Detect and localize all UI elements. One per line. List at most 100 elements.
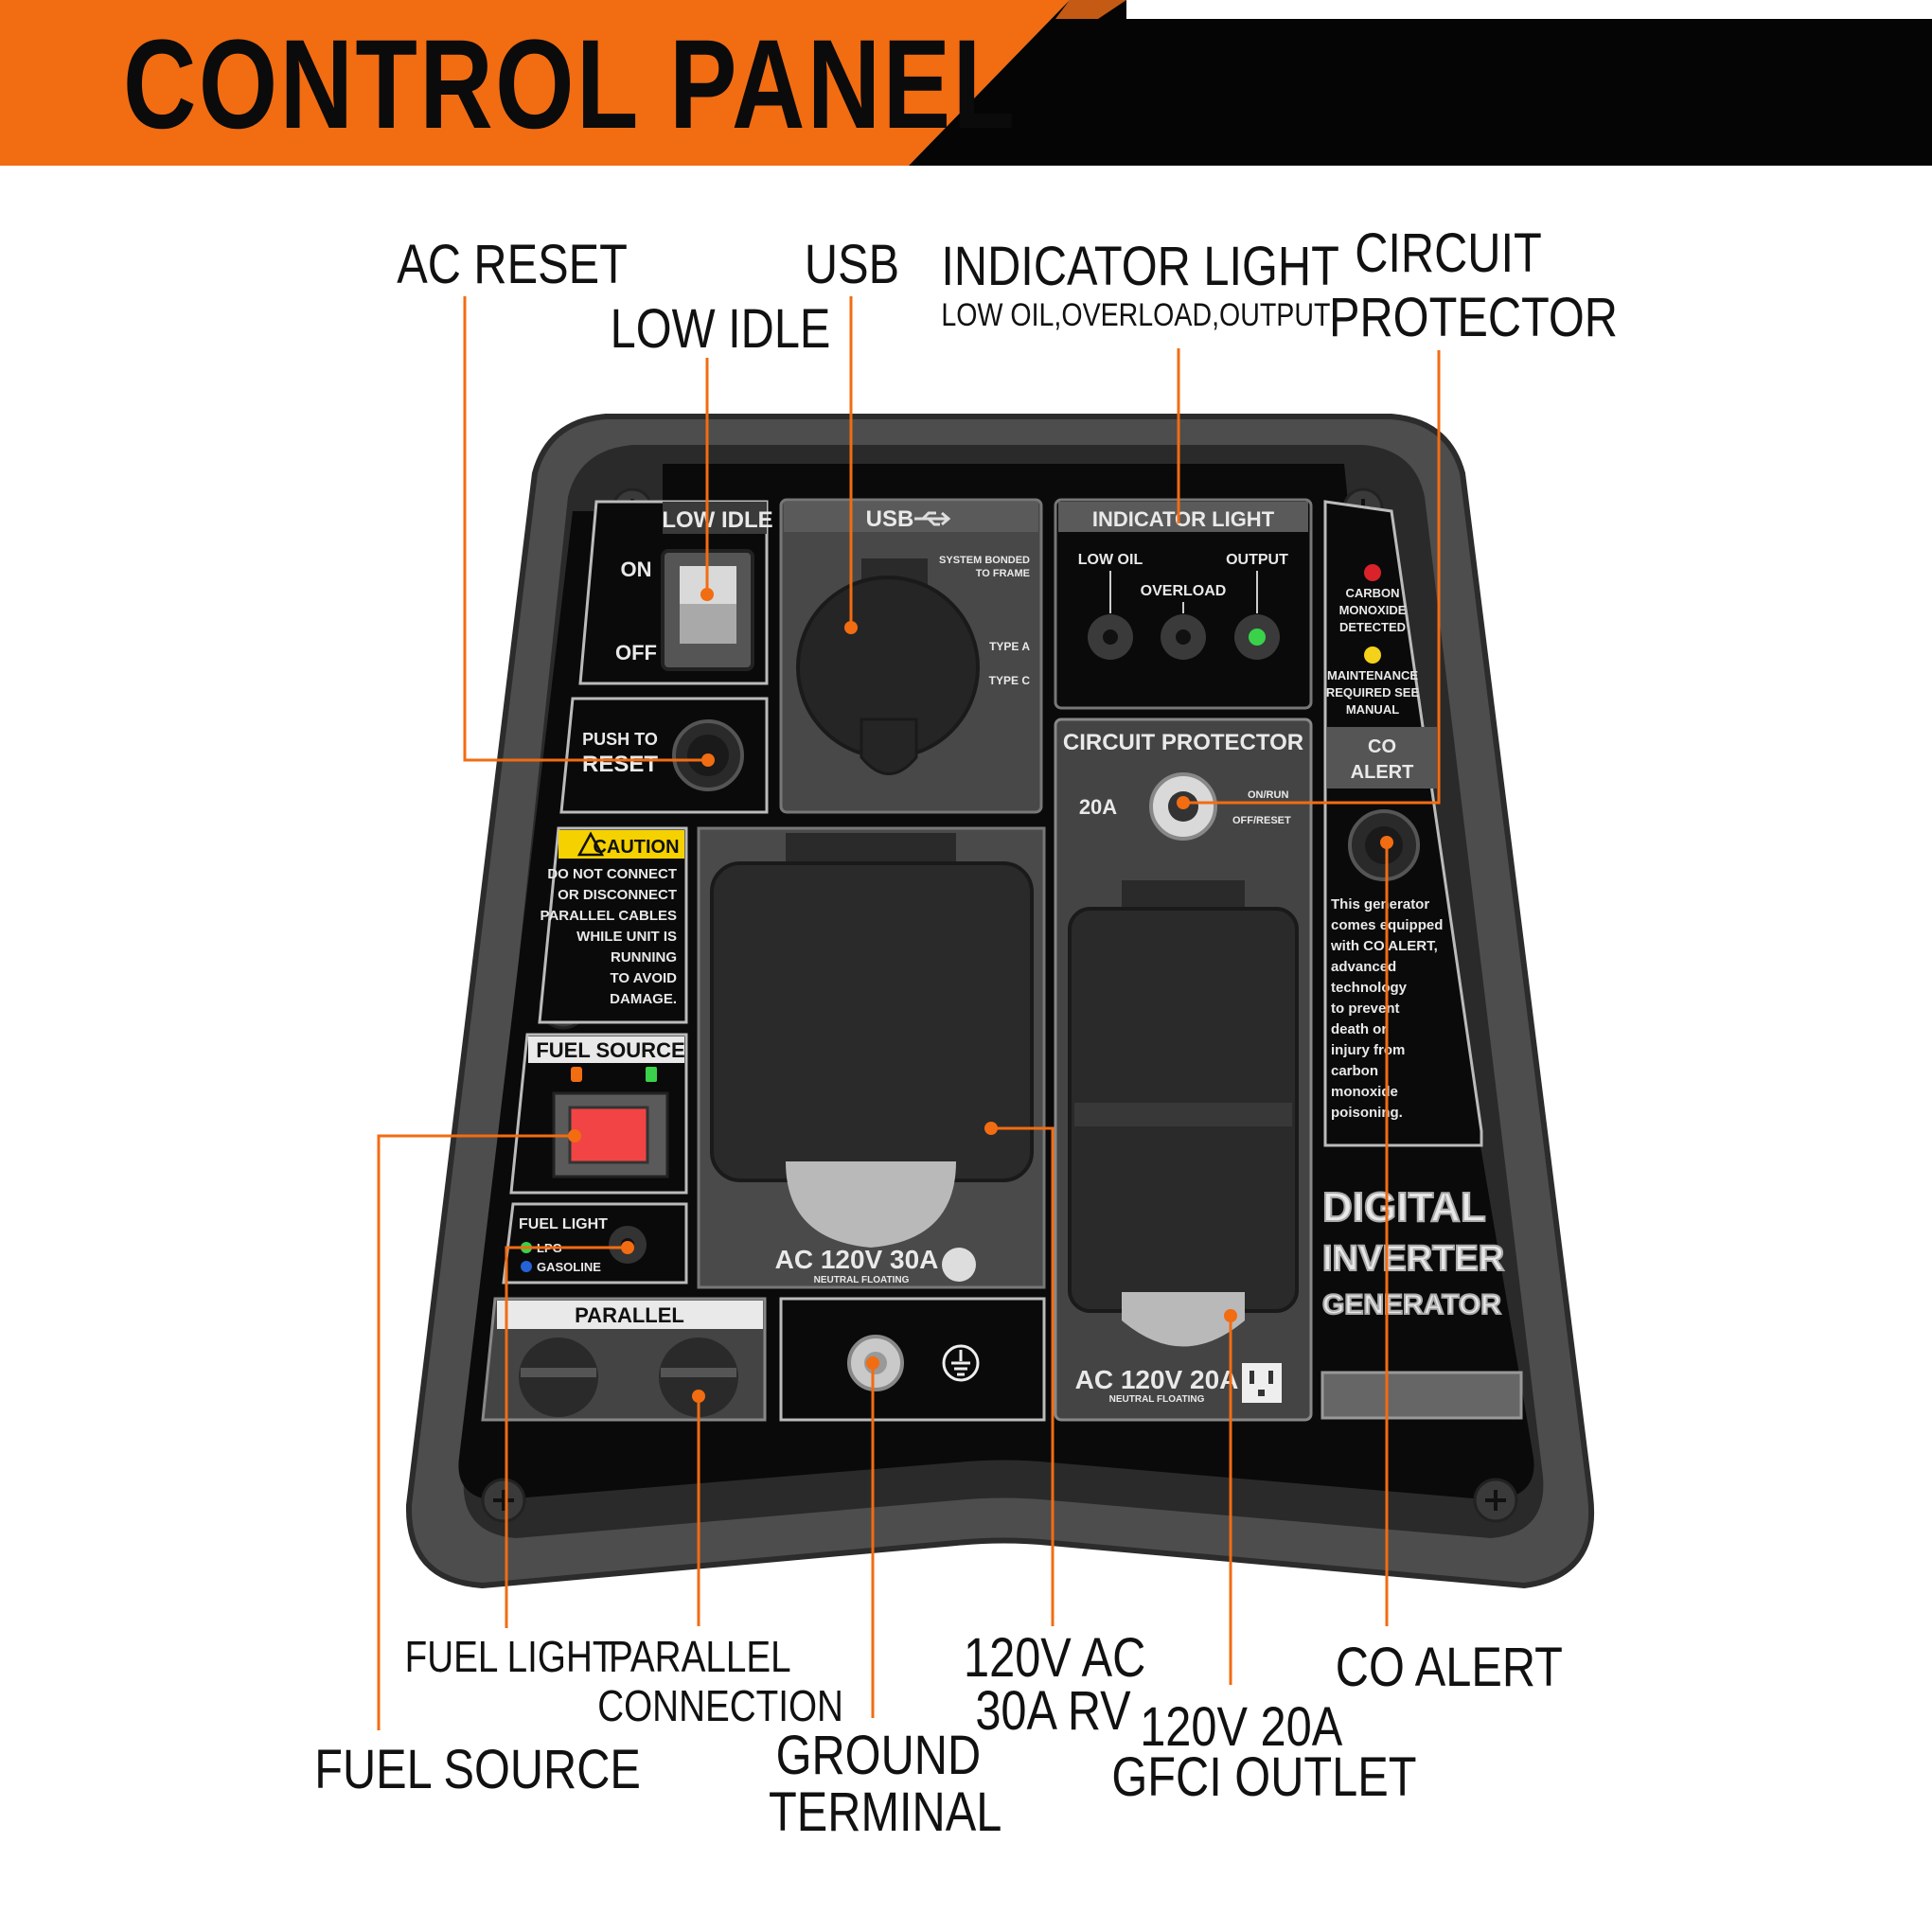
leader-circuit-protector: [1183, 350, 1441, 805]
caution-module: CAUTION DO NOT CONNECT OR DISCONNECT PARAL…: [538, 826, 688, 1024]
leader-dots: [568, 588, 1393, 1403]
fuel-source-module: FUEL SOURCE: [509, 1033, 688, 1195]
fuel-source-title: FUEL SOURCE: [536, 1038, 684, 1062]
co-maint-3: MANUAL: [1346, 702, 1399, 717]
callout-gfci-1: 120V 20A: [1140, 1696, 1343, 1758]
low-idle-module: LOW IDLE ON OFF: [578, 500, 773, 685]
caution-lines-line: PARALLEL CABLES: [541, 908, 677, 924]
leader-fuel-source: [377, 1134, 575, 1730]
circuit-off-reset: OFF/RESET: [1232, 815, 1291, 826]
caution-lines-line: DO NOT CONNECT: [547, 866, 677, 882]
callout-parallel-2: CONNECTION: [597, 1681, 843, 1730]
circuit-on-run: ON/RUN: [1248, 789, 1288, 801]
callout-fuel-light: FUEL LIGHT: [404, 1632, 615, 1681]
rv-outlet-label: AC 120V 30A: [775, 1245, 939, 1274]
leader-lines: [377, 296, 1441, 1730]
indicator-overload: OVERLOAD: [1141, 583, 1227, 599]
maintenance-light: [1364, 647, 1381, 664]
lpg-tank-icon: [571, 1067, 582, 1082]
callout-parallel-1: PARALLEL: [609, 1632, 791, 1681]
reset-line2: RESET: [582, 752, 658, 777]
page-title: CONTROL PANEL: [123, 14, 1018, 155]
caution-title: CAUTION: [593, 837, 679, 858]
co-text-line: advanced: [1331, 959, 1396, 975]
fuel-light-title: FUEL LIGHT: [519, 1216, 608, 1232]
usb-system-bonded-1: SYSTEM BONDED: [939, 555, 1030, 566]
callout-usb: USB: [804, 234, 900, 295]
rv-outlet-icon: [942, 1248, 976, 1282]
brand-logo: DIGITAL INVERTER GENERATOR: [1320, 1183, 1523, 1420]
usb-title: USB: [866, 506, 914, 532]
outlet-icon: [1242, 1363, 1282, 1403]
co-text-line: monoxide: [1331, 1084, 1398, 1100]
co-text-line: poisoning.: [1331, 1105, 1403, 1121]
caution-lines-line: DAMAGE.: [610, 991, 677, 1007]
indicator-title: INDICATOR LIGHT: [1092, 507, 1275, 531]
brand-line1: DIGITAL: [1322, 1184, 1486, 1231]
callout-circuit-2: PROTECTOR: [1329, 287, 1618, 348]
callout-rv-1: 120V AC: [964, 1627, 1146, 1689]
parallel-title: PARALLEL: [575, 1303, 684, 1327]
caution-lines-line: RUNNING: [611, 949, 677, 966]
callout-ac-reset: AC RESET: [397, 234, 628, 295]
low-idle-title: LOW IDLE: [662, 507, 772, 533]
circuit-title: CIRCUIT PROTECTOR: [1063, 730, 1303, 755]
callout-circuit-1: CIRCUIT: [1355, 222, 1542, 284]
rv-outlet-sub: NEUTRAL FLOATING: [814, 1275, 910, 1285]
screw-icon: [1473, 1478, 1518, 1523]
carbon-monoxide-light: [1364, 564, 1381, 581]
co-text-line: to prevent: [1331, 1001, 1400, 1017]
leader-rv: [991, 1126, 1055, 1626]
caution-lines-line: OR DISCONNECT: [558, 887, 677, 903]
callout-indicator-light-sub: LOW OIL,OVERLOAD,OUTPUT: [941, 297, 1331, 333]
co-carbon-2: MONOXIDE: [1339, 603, 1407, 617]
indicator-light-module: INDICATOR LIGHT LOW OIL OVERLOAD OUTPUT: [1054, 498, 1313, 710]
co-text-line: carbon: [1331, 1063, 1378, 1079]
ground-icon: [942, 1344, 980, 1382]
fuel-source-switch[interactable]: [568, 1106, 649, 1164]
indicator-output: OUTPUT: [1226, 552, 1288, 568]
co-carbon-1: CARBON: [1345, 586, 1399, 600]
gas-can-icon: [646, 1067, 657, 1082]
co-maint-2: REQUIRED SEE: [1326, 685, 1420, 700]
co-maint-1: MAINTENANCE: [1327, 668, 1418, 682]
usb-type-a: TYPE A: [989, 640, 1030, 653]
co-text-line: This generator: [1331, 896, 1429, 912]
rv-outlet-cover[interactable]: [710, 861, 1034, 1182]
co-text-line: death or: [1331, 1021, 1387, 1037]
callout-gfci-2: GFCI OUTLET: [1111, 1746, 1417, 1808]
co-text-line: injury from: [1331, 1042, 1405, 1058]
reset-line1: PUSH TO: [582, 730, 658, 749]
fuel-light-module: FUEL LIGHT LPG GASOLINE: [502, 1202, 688, 1284]
caution-text: DO NOT CONNECT OR DISCONNECT PARALLEL CABL…: [541, 866, 678, 1007]
circuit-amps: 20A: [1079, 795, 1117, 819]
usb-icon: [914, 511, 951, 526]
usb-module: USB SYSTEM BONDED TO FRAME TYPE A TYPE C: [779, 498, 1043, 814]
leader-ac-reset: [463, 296, 708, 762]
low-idle-off-label: OFF: [615, 641, 657, 664]
callout-low-idle: LOW IDLE: [610, 298, 831, 360]
callout-ground-1: GROUND: [775, 1725, 982, 1786]
ground-module: [779, 1297, 1046, 1422]
circuit-protector-module: CIRCUIT PROTECTOR 20A ON/RUN OFF/RESET A…: [1054, 717, 1313, 1422]
caution-lines-line: WHILE UNIT IS: [576, 929, 677, 945]
callout-rv-2: 30A RV: [975, 1680, 1131, 1742]
co-text-line: technology: [1331, 980, 1408, 996]
co-alert-label-2: ALERT: [1351, 762, 1414, 783]
callout-co-alert: CO ALERT: [1335, 1637, 1563, 1698]
callout-ground-2: TERMINAL: [769, 1781, 1002, 1843]
leader-fuel-light: [505, 1246, 628, 1628]
brand-line3: GENERATOR: [1322, 1289, 1501, 1320]
gfci-outlet-label: AC 120V 20A: [1075, 1365, 1239, 1394]
callout-indicator-light: INDICATOR LIGHT: [941, 236, 1339, 297]
brand-line2: INVERTER: [1322, 1239, 1504, 1279]
usb-system-bonded-2: TO FRAME: [976, 568, 1030, 579]
parallel-module: PARALLEL: [481, 1297, 767, 1422]
co-carbon-3: DETECTED: [1339, 620, 1406, 634]
co-alert-module: CARBON MONOXIDE DETECTED MAINTENANCE REQ…: [1323, 500, 1483, 1147]
screw-icon: [481, 1478, 526, 1523]
fuel-light-gasoline: GASOLINE: [537, 1260, 601, 1274]
co-text-line: with CO ALERT,: [1330, 938, 1438, 954]
caution-lines-line: TO AVOID: [610, 970, 677, 986]
